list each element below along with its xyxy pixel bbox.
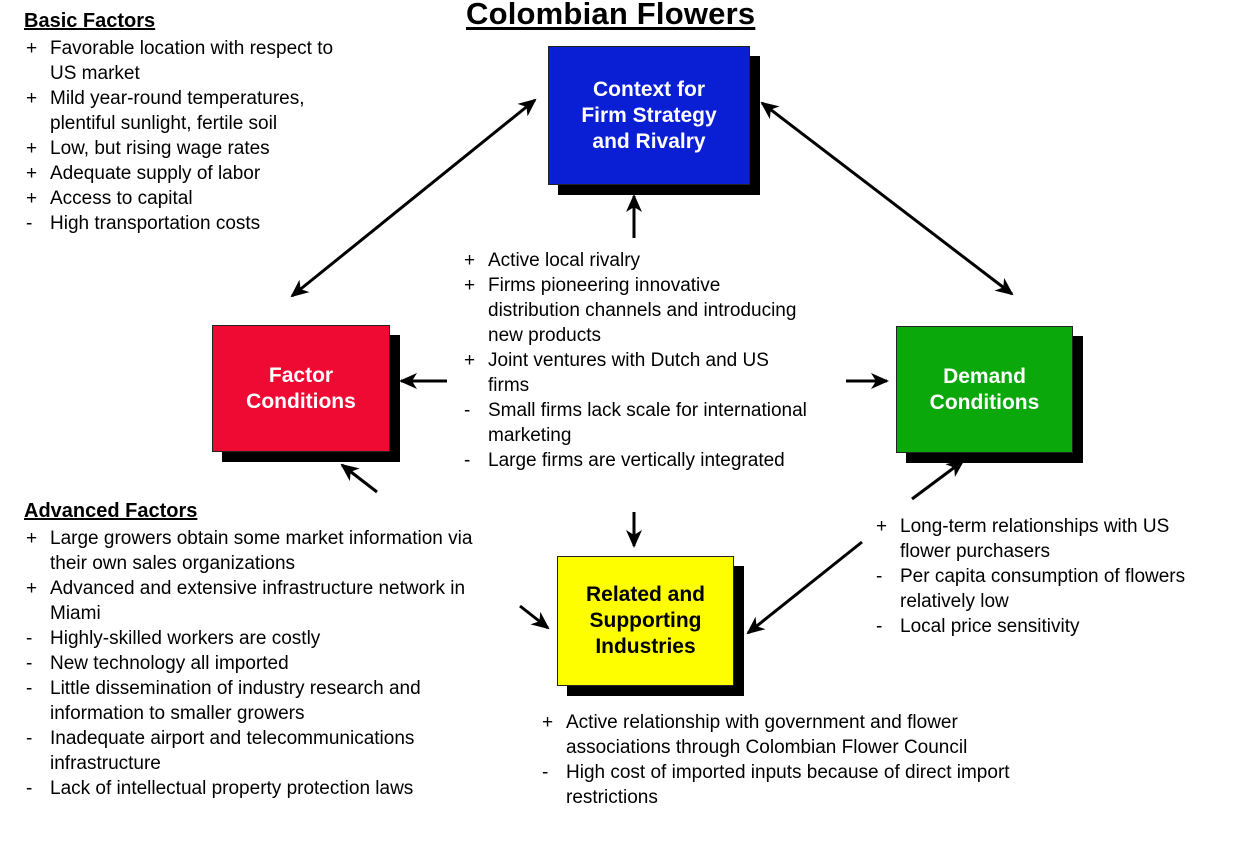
related-industries-list: + Active relationship with government and… [540, 710, 1060, 810]
list-item-text: Per capita consumption of flowers relati… [900, 566, 1186, 612]
list-item-text: Inadequate airport and telecommunication… [50, 728, 415, 774]
arrow-to-related-left [519, 604, 550, 630]
list-item: + Adequate supply of labor [24, 161, 344, 186]
list-item: -Little dissemination of industry resear… [24, 676, 508, 726]
list-item-text: Active relationship with government and … [566, 712, 968, 758]
bullet-mark: + [26, 528, 38, 549]
list-item: + Active local rivalry [462, 248, 807, 273]
demand-box-label: Demand Conditions [929, 364, 1040, 414]
bullet-mark: - [26, 678, 33, 699]
factor-box-label: Factor Conditions [246, 363, 356, 413]
list-item-text: Local price sensitivity [900, 616, 1080, 637]
bullet-mark: - [464, 450, 471, 471]
arrow-factor-context [290, 98, 537, 298]
list-item: -Large firms are vertically integrated [462, 448, 807, 473]
bullet-mark: + [26, 138, 38, 159]
advanced-factors-list: + Large growers obtain some market inform… [24, 526, 508, 801]
list-item: + Low, but rising wage rates [24, 136, 344, 161]
bullet-mark: - [26, 213, 33, 234]
list-item-text: Active local rivalry [488, 250, 641, 271]
bullet-mark: - [26, 653, 33, 674]
list-item-text: Favorable location with respect to US ma… [50, 38, 334, 84]
list-item: + Large growers obtain some market inform… [24, 526, 508, 576]
related-supporting-industries-box: Related and Supporting Industries [557, 556, 734, 686]
list-item-text: Advanced and extensive infrastructure ne… [50, 578, 466, 624]
bullet-mark: - [876, 616, 883, 637]
bullet-mark: - [26, 728, 33, 749]
bullet-mark: - [26, 778, 33, 799]
bullet-mark: - [464, 400, 471, 421]
bullet-mark: + [26, 163, 38, 184]
list-item-text: Lack of intellectual property protection… [50, 778, 414, 799]
list-item-text: Mild year-round temperatures, plentiful … [50, 88, 305, 134]
list-item: + Active relationship with government and… [540, 710, 1060, 760]
list-item: -Inadequate airport and telecommunicatio… [24, 726, 508, 776]
list-item: -High cost of imported inputs because of… [540, 760, 1060, 810]
list-item: + Firms pioneering innovative distributio… [462, 273, 807, 348]
list-item: + Favorable location with respect to US m… [24, 36, 344, 86]
factor-conditions-box: Factor Conditions [212, 325, 390, 452]
list-item: -Highly-skilled workers are costly [24, 626, 508, 651]
bullet-mark: - [876, 566, 883, 587]
list-item-text: Firms pioneering innovative distribution… [488, 275, 797, 346]
list-item-text: Large firms are vertically integrated [488, 450, 785, 471]
list-item: + Joint ventures with Dutch and US firms [462, 348, 807, 398]
list-item: -High transportation costs [24, 211, 344, 236]
list-item: + Long-term relationships with US flower … [874, 514, 1214, 564]
bullet-mark: + [464, 350, 476, 371]
list-item-text: Small firms lack scale for international… [488, 400, 807, 446]
list-item-text: High cost of imported inputs because of … [566, 762, 1010, 808]
list-item-text: Highly-skilled workers are costly [50, 628, 321, 649]
list-item: + Mild year-round temperatures, plentiful… [24, 86, 344, 136]
list-item-text: Long-term relationships with US flower p… [900, 516, 1170, 562]
related-box-label: Related and Supporting Industries [585, 583, 706, 658]
list-item: -Local price sensitivity [874, 614, 1214, 639]
arrow-demand-to-related [746, 540, 863, 635]
bullet-mark: + [26, 188, 38, 209]
demand-conditions-list: + Long-term relationships with US flower … [874, 514, 1214, 639]
bullet-mark: + [464, 250, 476, 271]
list-item-text: Little dissemination of industry researc… [50, 678, 421, 724]
bullet-mark: - [26, 628, 33, 649]
list-item: -Lack of intellectual property protectio… [24, 776, 508, 801]
list-item-text: Access to capital [50, 188, 193, 209]
context-box-label: Context for Firm Strategy and Rivalry [581, 77, 717, 153]
diagram-title: Colombian Flowers [466, 0, 756, 31]
list-item: + Access to capital [24, 186, 344, 211]
basic-factors-list: + Favorable location with respect to US m… [24, 36, 344, 236]
bullet-mark: + [26, 38, 38, 59]
arrow-to-factor-bottom [340, 463, 378, 494]
basic-factors-heading: Basic Factors [24, 10, 156, 32]
list-item: -Per capita consumption of flowers relat… [874, 564, 1214, 614]
bullet-mark: - [542, 762, 549, 783]
list-item-text: High transportation costs [50, 213, 261, 234]
list-item: -New technology all imported [24, 651, 508, 676]
demand-conditions-box: Demand Conditions [896, 326, 1073, 453]
advanced-factors-heading: Advanced Factors [24, 500, 198, 522]
list-item-text: Joint ventures with Dutch and US firms [488, 350, 769, 396]
list-item-text: Adequate supply of labor [50, 163, 261, 184]
list-item: + Advanced and extensive infrastructure n… [24, 576, 508, 626]
context-firm-strategy-box: Context for Firm Strategy and Rivalry [548, 46, 750, 185]
arrow-context-demand [760, 101, 1014, 296]
bullet-mark: + [876, 516, 888, 537]
bullet-mark: + [26, 88, 38, 109]
list-item-text: New technology all imported [50, 653, 289, 674]
bullet-mark: + [464, 275, 476, 296]
rivalry-list: + Active local rivalry + Firms pioneering i… [462, 248, 807, 473]
list-item-text: Large growers obtain some market informa… [50, 528, 473, 574]
bullet-mark: + [542, 712, 554, 733]
list-item-text: Low, but rising wage rates [50, 138, 270, 159]
bullet-mark: + [26, 578, 38, 599]
arrow-to-demand-bottom [911, 459, 965, 501]
list-item: -Small firms lack scale for internationa… [462, 398, 807, 448]
